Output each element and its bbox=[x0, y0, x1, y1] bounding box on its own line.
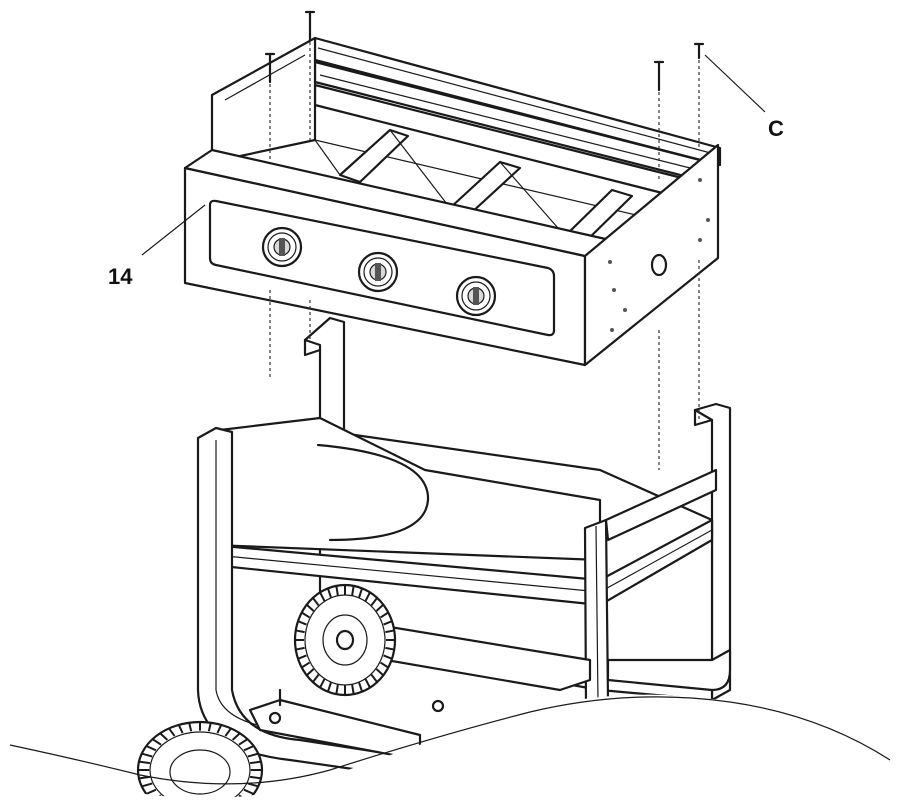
callout-14: 14 bbox=[108, 264, 133, 289]
tread-mark bbox=[141, 782, 153, 788]
tread-mark bbox=[351, 585, 355, 596]
tread-mark bbox=[188, 722, 193, 732]
leader-line-c bbox=[704, 54, 766, 113]
control-knob-icon bbox=[357, 251, 399, 293]
cutoff-wave bbox=[0, 694, 909, 801]
tread-mark bbox=[159, 732, 168, 741]
tread-mark bbox=[145, 788, 157, 795]
screw-rear-right bbox=[693, 42, 705, 60]
rear-wheel bbox=[293, 583, 397, 697]
tread-mark bbox=[370, 673, 378, 683]
screw-rear-left bbox=[304, 10, 316, 42]
tread-mark bbox=[301, 661, 311, 669]
tread-mark bbox=[335, 684, 339, 695]
tread-mark bbox=[232, 732, 241, 741]
tread-mark bbox=[247, 782, 259, 788]
cart-frame bbox=[196, 316, 732, 782]
tread-mark bbox=[385, 629, 395, 634]
callout-c: C bbox=[768, 116, 784, 141]
screw-front-right bbox=[653, 60, 665, 92]
tread-mark bbox=[238, 738, 249, 746]
alignment-lines bbox=[269, 42, 700, 470]
tread-mark bbox=[312, 597, 320, 607]
tread-mark bbox=[364, 678, 371, 689]
cutoff-wave-line bbox=[9, 696, 891, 785]
tread-mark bbox=[351, 684, 355, 695]
front-wheel bbox=[136, 720, 264, 801]
control-knob-left bbox=[261, 226, 303, 268]
screw-icon bbox=[693, 42, 705, 60]
tread-mark bbox=[379, 611, 389, 619]
tread-mark bbox=[335, 585, 339, 596]
tread-mark bbox=[243, 788, 255, 795]
tread-mark bbox=[249, 760, 262, 765]
tread-mark bbox=[247, 752, 259, 758]
tread-mark bbox=[319, 678, 326, 689]
tread-mark bbox=[224, 727, 232, 737]
tread-mark bbox=[358, 588, 364, 598]
leader-line-14 bbox=[141, 204, 206, 256]
screw-icon bbox=[653, 60, 665, 92]
tread-mark bbox=[151, 738, 162, 746]
control-knob-icon bbox=[455, 275, 497, 317]
control-knob-icon bbox=[261, 226, 303, 268]
tread-mark bbox=[379, 661, 389, 669]
tread-mark bbox=[358, 682, 364, 692]
control-knob-right bbox=[455, 275, 497, 317]
tread-mark bbox=[375, 668, 384, 677]
tread-mark bbox=[312, 673, 320, 683]
tread-mark bbox=[297, 620, 307, 626]
control-knob-middle bbox=[357, 251, 399, 293]
tread-mark bbox=[295, 629, 305, 634]
tread-mark bbox=[295, 646, 305, 651]
tread-mark bbox=[168, 727, 176, 737]
tread-mark bbox=[249, 775, 262, 780]
tread-mark bbox=[383, 654, 393, 660]
screw-icon bbox=[264, 52, 276, 84]
grill-head bbox=[183, 36, 722, 367]
screw-front-left bbox=[264, 52, 276, 84]
tread-mark bbox=[301, 611, 311, 619]
tread-mark bbox=[243, 745, 255, 752]
tread-mark bbox=[383, 620, 393, 626]
tread-mark bbox=[216, 724, 223, 734]
tread-mark bbox=[385, 646, 395, 651]
screw-icon bbox=[304, 10, 316, 42]
tread-mark bbox=[145, 745, 157, 752]
wheel-icon bbox=[295, 585, 395, 695]
tread-mark bbox=[138, 760, 151, 765]
tread-mark bbox=[326, 588, 332, 598]
tread-mark bbox=[207, 722, 212, 732]
tread-mark bbox=[177, 724, 184, 734]
tread-mark bbox=[306, 603, 315, 612]
tread-mark bbox=[326, 682, 332, 692]
tread-mark bbox=[370, 597, 378, 607]
tread-mark bbox=[364, 591, 371, 602]
tread-mark bbox=[306, 668, 315, 677]
tread-mark bbox=[297, 654, 307, 660]
tread-mark bbox=[375, 603, 384, 612]
tread-mark bbox=[319, 591, 326, 602]
tread-mark bbox=[141, 752, 153, 758]
